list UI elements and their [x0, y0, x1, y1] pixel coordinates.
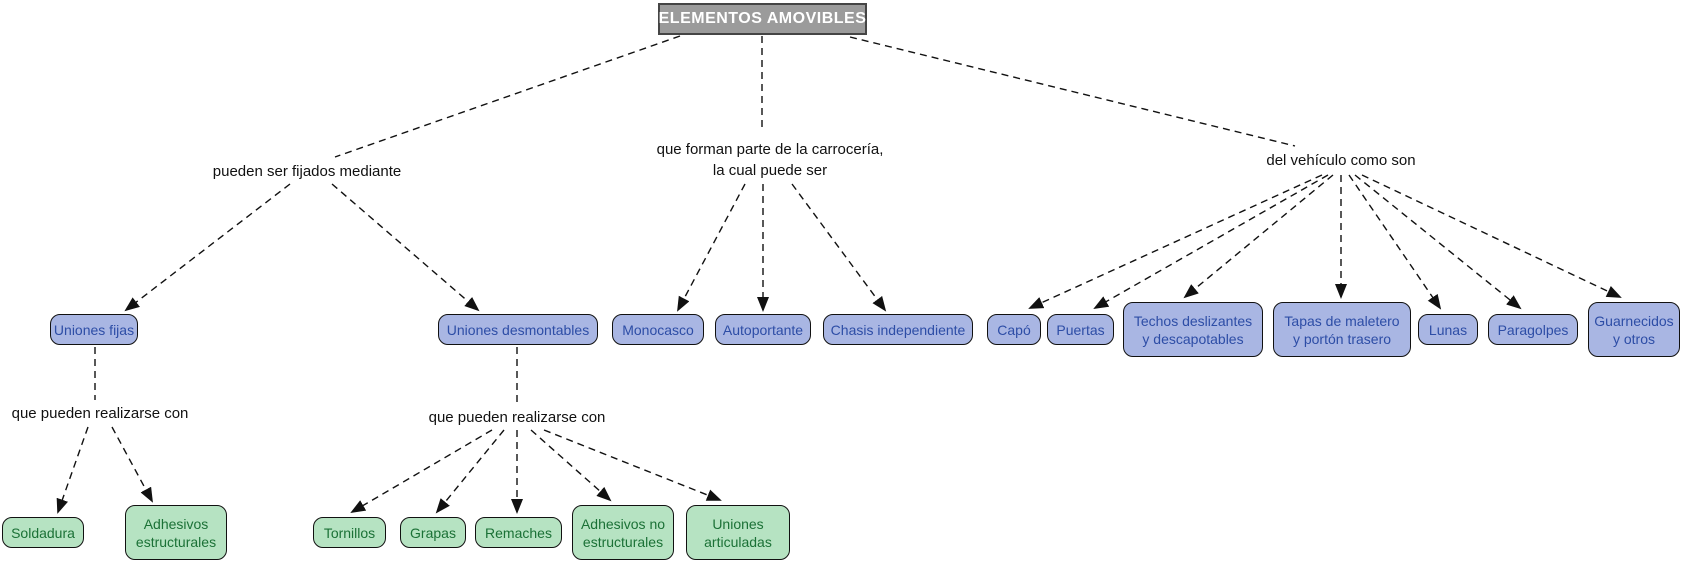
concept-label: Soldadura: [11, 524, 75, 541]
concept-label: Monocasco: [622, 321, 694, 338]
concept-label-line2: y descapotables: [1142, 330, 1244, 347]
concept-label-line1: Techos deslizantes: [1133, 312, 1253, 329]
concept-uniones-articuladas: Uniones articuladas: [686, 505, 790, 560]
concept-label: Capó: [997, 321, 1031, 338]
concept-remaches: Remaches: [475, 517, 562, 548]
concept-grapas: Grapas: [400, 517, 466, 548]
edge-root-to-fijados: [334, 35, 681, 158]
edge-realizarse-to-uniones-articuladas: [543, 429, 722, 501]
concept-label-line1: Adhesivos: [143, 515, 209, 532]
concept-capo: Capó: [987, 314, 1041, 345]
edge-realizarse-to-adhesivos-no: [530, 429, 612, 502]
linking-phrase-realizarse-desmontables: que pueden realizarse con: [428, 409, 606, 426]
concept-label: Paragolpes: [1497, 321, 1569, 338]
concept-label: Lunas: [1428, 321, 1468, 338]
linking-phrase-carroceria-line1: que forman parte de la carrocería,: [656, 141, 884, 158]
root-node-label: ELEMENTOS AMOVIBLES: [658, 10, 867, 27]
concept-label: Autoportante: [722, 321, 804, 338]
concept-chasis-independiente: Chasis independiente: [823, 314, 973, 345]
concept-techos-deslizantes: Techos deslizantes y descapotables: [1123, 302, 1263, 357]
edge-vehiculo-to-guarnecidos: [1361, 174, 1622, 298]
concept-label-line2: estructurales: [582, 533, 664, 550]
concept-label-line2: y otros: [1612, 330, 1655, 347]
concept-label-line1: Guarnecidos: [1594, 312, 1674, 329]
concept-adhesivos-estructurales: Adhesivos estructurales: [125, 505, 227, 560]
root-node-elementos-amovibles: ELEMENTOS AMOVIBLES: [658, 3, 867, 35]
edge-fijados-to-uniones-fijas: [124, 183, 291, 312]
concept-label: Uniones fijas: [53, 321, 135, 338]
linking-phrase-carroceria-line2: la cual puede ser: [712, 162, 828, 179]
edge-vehiculo-to-techos: [1183, 174, 1334, 299]
concept-uniones-fijas: Uniones fijas: [50, 314, 138, 345]
linking-phrase-carroceria: que forman parte de la carrocería, la cu…: [657, 139, 884, 181]
concept-label-line1: Adhesivos no: [580, 515, 666, 532]
concept-autoportante: Autoportante: [715, 314, 811, 345]
concept-label-line2: y portón trasero: [1292, 330, 1392, 347]
concept-label: Grapas: [410, 524, 456, 541]
concept-label: Chasis independiente: [830, 321, 966, 338]
linking-phrase-realizarse-fijas: que pueden realizarse con: [11, 405, 189, 422]
concept-guarnecidos: Guarnecidos y otros: [1588, 302, 1680, 357]
edge-vehiculo-to-capo: [1028, 174, 1323, 309]
concept-soldadura: Soldadura: [2, 517, 84, 548]
concept-tornillos: Tornillos: [313, 517, 386, 548]
edge-realizarse-to-adhesivos-estructurales: [111, 426, 153, 503]
concept-label-line1: Tapas de maletero: [1284, 312, 1400, 329]
edge-fijados-to-uniones-desmontables: [331, 183, 480, 312]
edge-realizarse-to-soldadura: [56, 426, 89, 514]
edge-realizarse-to-grapas: [435, 429, 505, 514]
concept-puertas: Puertas: [1047, 314, 1114, 345]
concept-paragolpes: Paragolpes: [1488, 314, 1578, 345]
concept-label-line2: estructurales: [135, 533, 217, 550]
concept-lunas: Lunas: [1418, 314, 1478, 345]
edge-vehiculo-to-lunas: [1348, 174, 1442, 310]
concept-uniones-desmontables: Uniones desmontables: [438, 314, 598, 345]
linking-phrase-vehiculo: del vehículo como son: [1266, 152, 1416, 169]
concept-label-line2: articuladas: [704, 533, 772, 550]
edge-root-to-vehiculo: [849, 36, 1296, 147]
concept-adhesivos-no-estructurales: Adhesivos no estructurales: [572, 505, 674, 560]
linking-phrase-fijados: pueden ser fijados mediante: [212, 163, 402, 180]
concept-label: Tornillos: [323, 524, 376, 541]
concept-label-line1: Uniones: [712, 515, 764, 532]
concept-label: Uniones desmontables: [446, 321, 590, 338]
edge-realizarse-to-tornillos: [350, 429, 493, 514]
concept-label: Remaches: [485, 524, 552, 541]
edge-carroceria-to-monocasco: [677, 183, 746, 312]
edge-vehiculo-to-paragolpes: [1354, 174, 1522, 310]
edge-carroceria-to-chasis: [791, 183, 887, 312]
edge-vehiculo-to-puertas: [1093, 174, 1329, 309]
concept-tapas-maletero: Tapas de maletero y portón trasero: [1273, 302, 1411, 357]
concept-label: Puertas: [1056, 321, 1105, 338]
concept-monocasco: Monocasco: [612, 314, 704, 345]
